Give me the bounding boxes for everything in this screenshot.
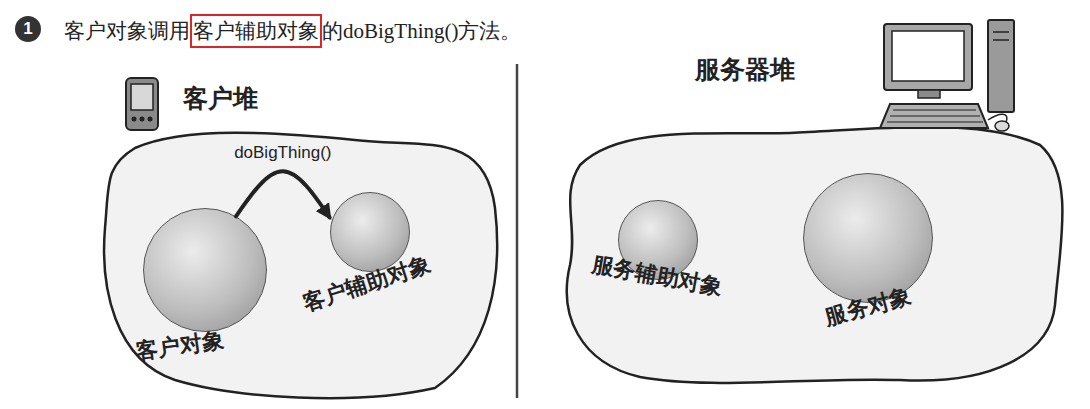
object-circle: 客户对象 (143, 208, 267, 332)
pda-icon (126, 78, 158, 130)
divider-line (516, 64, 519, 398)
caption-text: 的doBigThing()方法。 (322, 17, 522, 45)
heap-title: 服务器堆 (695, 53, 795, 86)
highlighted-term: 客户辅助对象 (190, 14, 322, 48)
caption-text: 客户对象调用 (64, 17, 190, 45)
callout-number: 1 (15, 16, 41, 42)
object-circle: 客户辅助对象 (330, 192, 410, 272)
method-name: doBigThing() (234, 143, 331, 163)
heap-outline-path (104, 133, 497, 398)
object-circle: 服务辅助对象 (618, 200, 698, 280)
computer-icon (880, 20, 1014, 131)
heap-title: 客户堆 (183, 82, 258, 115)
heap-region: 客户堆客户对象客户辅助对象 (95, 88, 505, 398)
heap-outline-path (567, 127, 1063, 383)
call-arrow (236, 171, 330, 217)
object-circle: 服务对象 (803, 173, 933, 303)
step-caption: 客户对象调用客户辅助对象的doBigThing()方法。 (64, 14, 522, 48)
heap-region: 服务器堆服务辅助对象服务对象 (560, 95, 1070, 395)
